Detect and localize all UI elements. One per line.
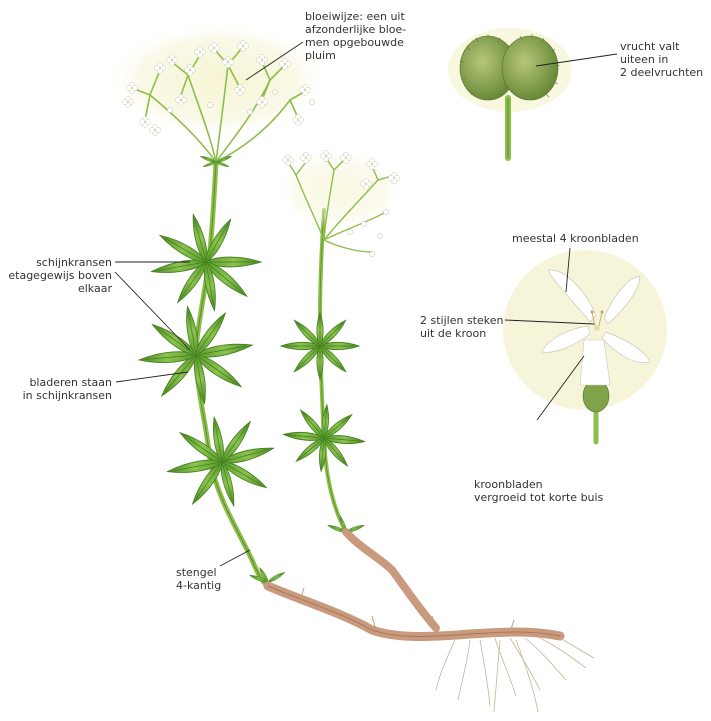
leader-whorls-tiers-2 <box>115 272 190 350</box>
flower-illustration <box>503 250 667 442</box>
label-styles: 2 stijlen steken uit de kroon <box>420 314 503 340</box>
label-fruit-line: 2 deelvruchten <box>620 66 703 79</box>
label-styles-line: uit de kroon <box>420 327 503 340</box>
label-inflorescence: bloeiwijze: een uit afzonderlijke bloe- … <box>305 10 406 62</box>
label-corolla-tube-line: kroonbladen <box>474 478 603 491</box>
label-inflorescence-line: afzonderlijke bloe- <box>305 23 406 36</box>
label-fruit: vrucht valt uiteen in 2 deelvruchten <box>620 40 703 79</box>
leader-stem <box>220 550 250 566</box>
label-inflorescence-line: men opgebouwde <box>305 36 406 49</box>
label-leaves-whorls-line: bladeren staan <box>23 376 112 389</box>
label-petals-count: meestal 4 kroonbladen <box>512 232 639 245</box>
label-fruit-line: uiteen in <box>620 53 703 66</box>
label-styles-line: 2 stijlen steken <box>420 314 503 327</box>
label-whorls-tiers-line: schijnkransen <box>8 256 112 269</box>
label-corolla-tube-line: vergroeid tot korte buis <box>474 491 603 504</box>
label-corolla-tube: kroonbladen vergroeid tot korte buis <box>474 478 603 504</box>
label-leaves-whorls: bladeren staan in schijnkransen <box>23 376 112 402</box>
label-leaves-whorls-line: in schijnkransen <box>23 389 112 402</box>
label-stem-line: stengel <box>176 566 221 579</box>
label-whorls-tiers: schijnkransen etagegewijs boven elkaar <box>8 256 112 295</box>
label-inflorescence-line: pluim <box>305 49 406 62</box>
label-stem-line: 4-kantig <box>176 579 221 592</box>
label-fruit-line: vrucht valt <box>620 40 703 53</box>
label-whorls-tiers-line: elkaar <box>8 282 112 295</box>
label-inflorescence-line: bloeiwijze: een uit <box>305 10 406 23</box>
label-stem: stengel 4-kantig <box>176 566 221 592</box>
label-whorls-tiers-line: etagegewijs boven <box>8 269 112 282</box>
label-petals-count-line: meestal 4 kroonbladen <box>512 232 639 245</box>
fruit-illustration <box>448 28 572 158</box>
